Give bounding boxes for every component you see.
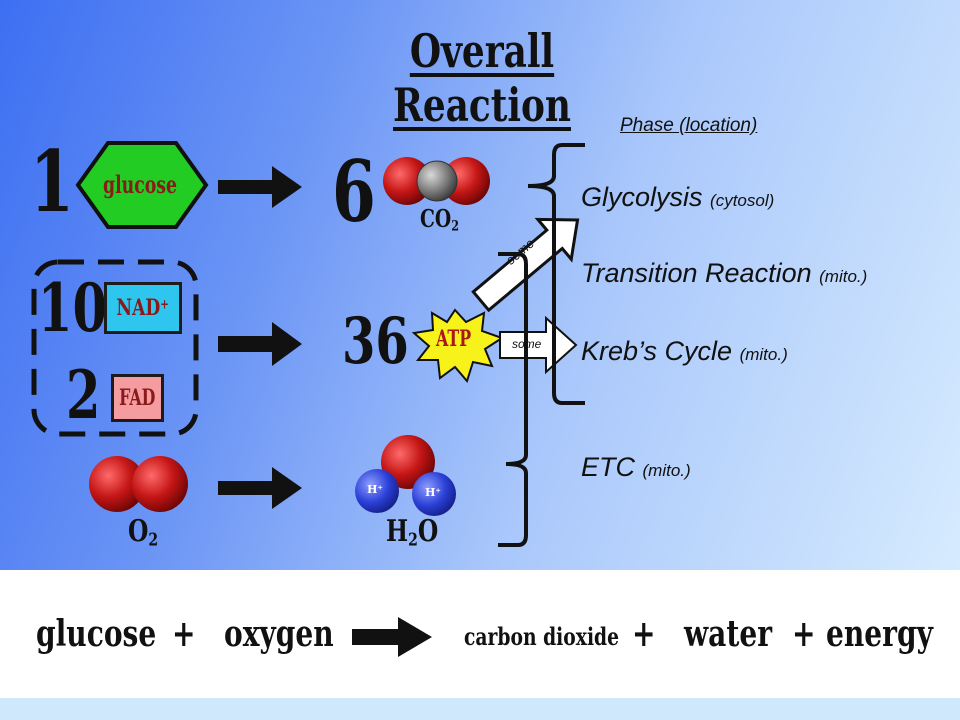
summary-carbon-dioxide: carbon dioxide <box>464 622 620 651</box>
summary-arrow-icon <box>352 617 432 657</box>
phase-name: Glycolysis <box>581 182 703 212</box>
summary-oxygen: oxygen <box>224 613 334 655</box>
atp-label: ATP <box>436 326 472 352</box>
phase-location: (mito.) <box>739 345 788 364</box>
phase-bracket-upper <box>527 143 585 405</box>
co2-symbol: CO <box>420 204 452 233</box>
phase-transition-reaction: Transition Reaction (mito.) <box>581 258 867 289</box>
phase-location: (mito.) <box>819 267 868 286</box>
phase-name: ETC <box>581 452 635 482</box>
hydrogen-label-right: H+ <box>425 486 441 499</box>
phase-glycolysis: Glycolysis (cytosol) <box>581 182 774 213</box>
phase-location: (cytosol) <box>710 191 775 210</box>
oxygen-subscript: 2 <box>148 529 159 551</box>
co2-coefficient: 6 <box>332 142 376 241</box>
hydrogen-charge: + <box>377 483 383 492</box>
fad-coefficient: 2 <box>66 356 101 434</box>
oxygen-symbol: O <box>128 514 149 549</box>
glucose-hexagon-icon <box>75 141 209 229</box>
page-title: Overall Reaction <box>393 24 571 132</box>
nad-box: NAD+ <box>104 282 182 334</box>
oxygen-formula: O2 <box>128 514 158 551</box>
glucose-label: glucose <box>103 170 177 199</box>
water-o-symbol: O <box>417 514 439 549</box>
nad-label: NAD <box>116 295 161 321</box>
nad-coefficient: 10 <box>38 269 107 347</box>
hydrogen-label-left: H+ <box>367 483 383 496</box>
fad-box: FAD <box>111 374 164 422</box>
atp-coefficient: 36 <box>342 304 409 379</box>
water-formula: H2O <box>386 514 438 551</box>
phase-name: Kreb’s Cycle <box>581 336 733 366</box>
co2-molecule-icon <box>383 157 490 205</box>
hydrogen-charge: + <box>435 486 441 495</box>
water-molecule-icon <box>355 435 456 516</box>
phase-krebs-cycle: Kreb’s Cycle (mito.) <box>581 336 788 367</box>
atp-starburst-icon <box>411 308 505 384</box>
summary-plus: + <box>632 613 656 655</box>
hydrogen-symbol: H <box>425 486 436 499</box>
bottom-strip <box>0 698 960 720</box>
summary-water: water <box>684 613 773 655</box>
glucose-coefficient: 1 <box>30 132 74 231</box>
summary-panel <box>0 570 960 698</box>
co2-formula: CO2 <box>420 204 459 235</box>
some-arrow-to-krebs[interactable] <box>499 315 578 375</box>
reaction-arrow-icon <box>218 322 302 366</box>
nad-charge: + <box>160 297 170 313</box>
phase-location: (mito.) <box>642 461 691 480</box>
summary-glucose: glucose <box>36 613 157 655</box>
reaction-arrow-icon <box>218 166 302 208</box>
oxygen-molecule-icon <box>89 456 188 512</box>
reaction-arrow-icon <box>218 467 302 509</box>
some-arrow-to-glycolysis[interactable] <box>464 200 594 321</box>
co2-subscript: 2 <box>451 217 460 235</box>
phase-etc: ETC (mito.) <box>581 452 691 483</box>
summary-plus: + <box>172 613 196 655</box>
summary-plus: + <box>792 613 816 655</box>
phase-bracket-lower <box>498 252 528 547</box>
summary-energy: energy <box>826 613 933 655</box>
water-h-symbol: H <box>386 514 409 549</box>
phase-name: Transition Reaction <box>581 258 812 288</box>
phase-header: Phase (location) <box>620 115 758 136</box>
water-subscript: 2 <box>408 529 418 551</box>
some-label-lower: some <box>512 337 542 351</box>
electron-carrier-group <box>31 259 199 437</box>
hydrogen-symbol: H <box>367 483 378 496</box>
fad-label: FAD <box>119 385 156 411</box>
